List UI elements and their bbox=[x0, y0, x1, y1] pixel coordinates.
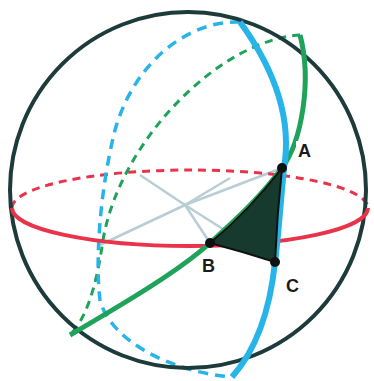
equator-front bbox=[12, 208, 368, 246]
vertex-dots bbox=[205, 163, 287, 267]
equator-back bbox=[12, 170, 368, 208]
vertex-label: A bbox=[296, 141, 313, 161]
spherical-triangle bbox=[210, 168, 282, 262]
sphere-outline bbox=[10, 12, 366, 368]
blue-circle-back bbox=[98, 22, 240, 377]
vertex-label: C bbox=[284, 276, 301, 296]
vertex-label: B bbox=[200, 256, 217, 276]
